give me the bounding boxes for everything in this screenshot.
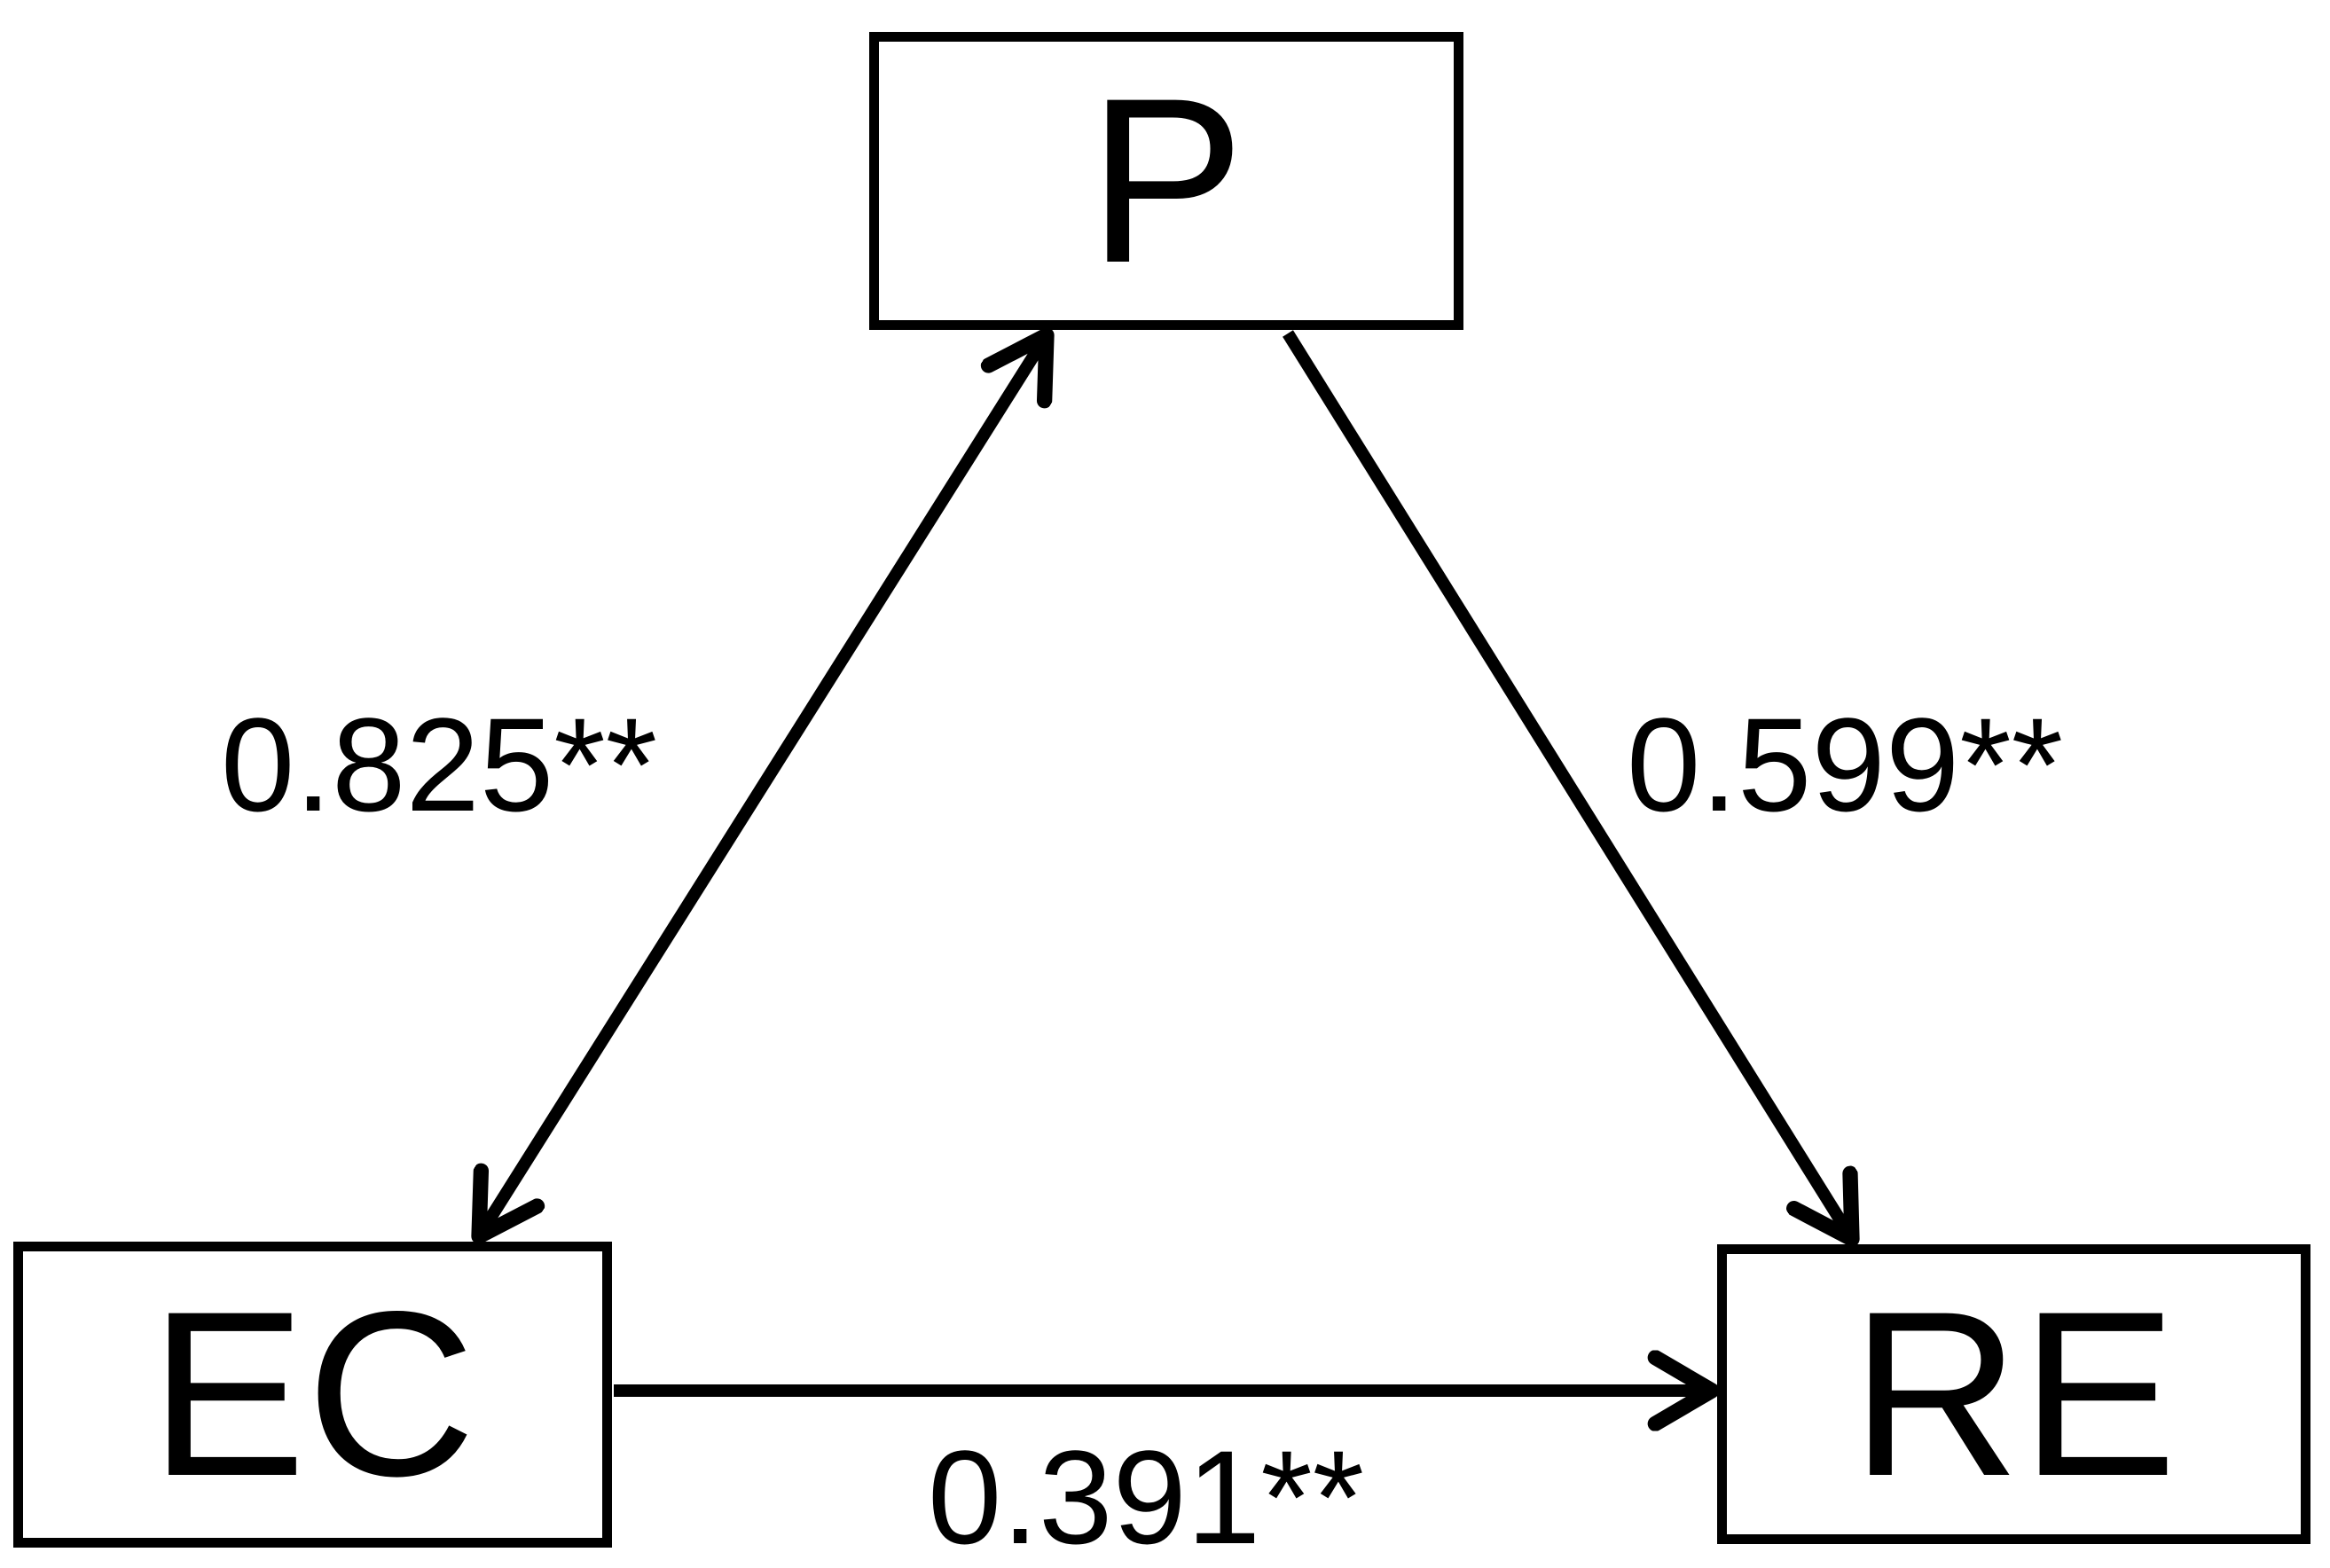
node-re: RE <box>1717 1244 2310 1544</box>
node-p: P <box>869 32 1463 330</box>
edge-label-ec-re: 0.391** <box>927 1423 1365 1568</box>
edge-label-p-re: 0.599** <box>1626 690 2064 839</box>
node-ec-label: EC <box>149 1263 476 1525</box>
node-ec: EC <box>13 1242 612 1548</box>
edge-ec-p-double-arrow <box>479 335 1047 1236</box>
node-p-label: P <box>1087 49 1245 312</box>
edge-p-re-arrow <box>1283 330 1852 1239</box>
edge-label-ec-p: 0.825** <box>220 690 658 839</box>
node-re-label: RE <box>1850 1262 2177 1525</box>
